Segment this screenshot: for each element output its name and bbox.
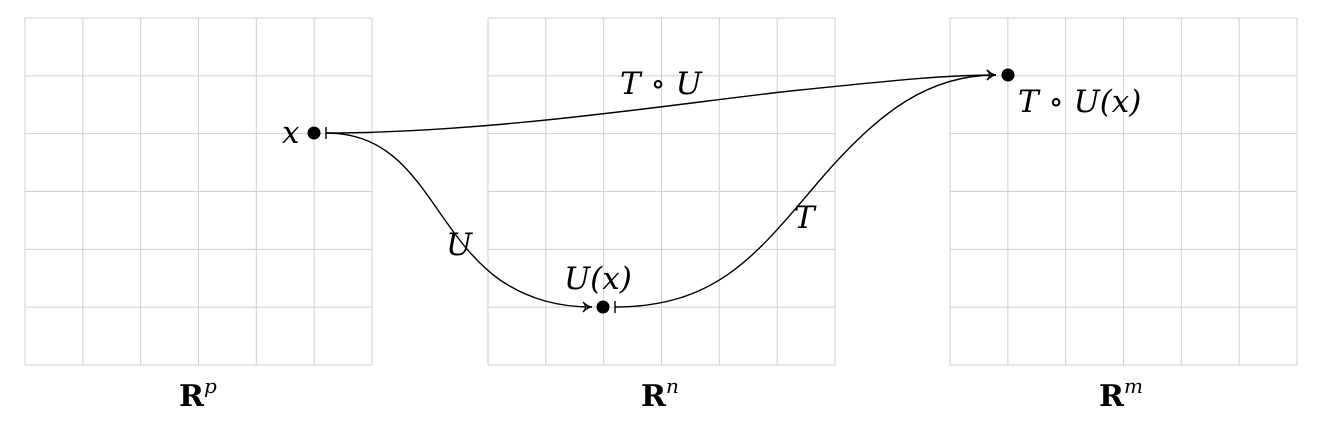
- curve-u: [325, 132, 593, 313]
- space-label-rp: Rp: [179, 374, 217, 414]
- label-ux: U(x): [564, 261, 632, 297]
- curve-composite: [325, 69, 997, 134]
- grid-rp: [24, 17, 373, 366]
- grid-rn: [487, 17, 836, 366]
- label-map-u: U: [446, 227, 473, 263]
- point-x: [307, 126, 321, 140]
- curve-t: [614, 69, 997, 308]
- point-tux: [1001, 68, 1015, 82]
- point-ux: [596, 300, 610, 314]
- label-map-composite: T ∘ U: [620, 66, 703, 102]
- space-label-rm: Rm: [1099, 374, 1143, 414]
- label-tux: T ∘ U(x): [1018, 84, 1141, 120]
- space-label-rn: Rn: [641, 374, 679, 414]
- label-map-t: T: [794, 200, 817, 236]
- grid-rm: [949, 17, 1298, 366]
- label-x: x: [282, 115, 300, 151]
